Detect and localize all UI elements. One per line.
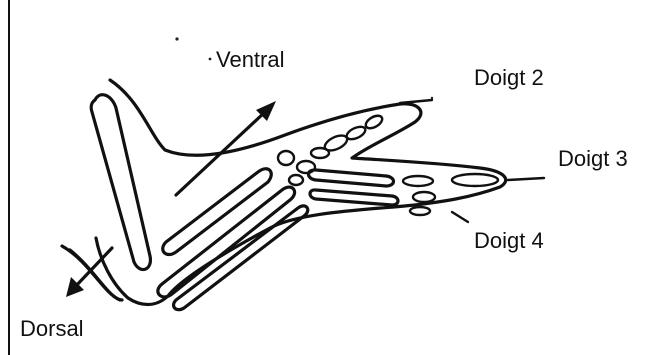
digit4-phalanx-3: [410, 207, 430, 215]
digit2-phalanx-2: [345, 124, 367, 142]
digit3-phalanx-3: [452, 174, 498, 186]
digit2-phalanx-3: [364, 113, 385, 131]
digit2-phalanx-1: [323, 132, 350, 153]
label-digit-4: Doigt 4: [474, 230, 544, 252]
bone-carpal-3: [289, 175, 303, 185]
bone-carpal-1: [278, 151, 294, 165]
bone-metapodial-2: [158, 187, 295, 297]
digit3-leader-line: [508, 178, 544, 180]
speckle-dot: [175, 37, 178, 40]
label-digit-3: Doigt 3: [558, 148, 628, 170]
bone-proximal-long: [91, 95, 150, 270]
digit4-leader-line: [452, 212, 468, 222]
digit3-phalanx-2: [403, 176, 433, 186]
digit3-phalanx-1: [309, 170, 394, 186]
speckle-dot: [209, 58, 212, 61]
digit4-phalanx-1: [310, 190, 398, 205]
digit4-phalanx-2: [413, 192, 435, 202]
label-ventral: Ventral: [216, 49, 285, 71]
label-digit-2: Doigt 2: [474, 67, 544, 89]
digit2-leader-line: [400, 100, 432, 103]
speckle-dot: [431, 97, 433, 99]
label-dorsal: Dorsal: [20, 318, 84, 340]
limb-outline: [96, 80, 506, 305]
